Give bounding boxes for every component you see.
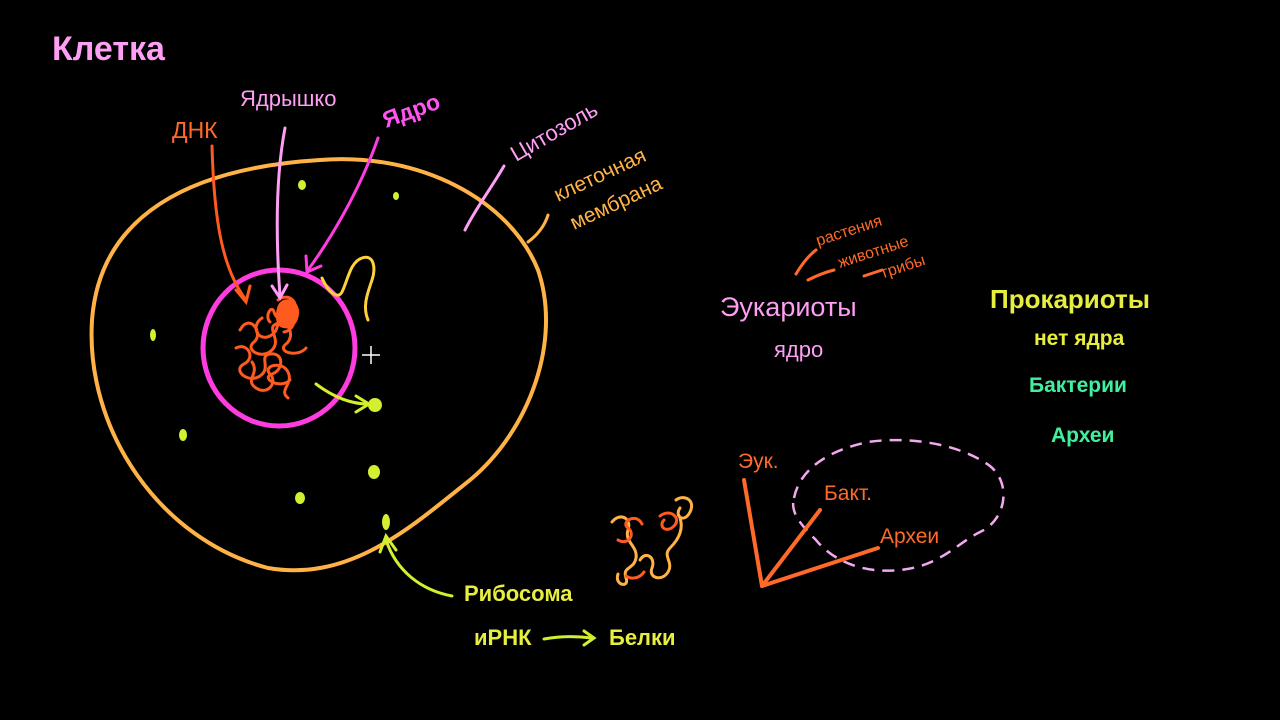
mrna-out-arrow xyxy=(314,382,370,406)
mrna-protein-arrowhead xyxy=(582,629,597,647)
prokaryote-group-archaea: Археи xyxy=(1051,424,1114,447)
ribosome-label: Рибосома xyxy=(464,581,573,606)
proteins-label: Белки xyxy=(609,625,676,650)
mrna-out-arrowhead xyxy=(354,394,372,414)
dna-arrow xyxy=(210,144,248,302)
nucleolus-arrow xyxy=(275,126,287,298)
tree-branches xyxy=(742,478,880,588)
ribosome-arrowhead xyxy=(378,532,398,554)
eukaryotes-feature: ядро xyxy=(774,337,823,362)
eukaryotes-title: Эукариоты xyxy=(720,292,857,322)
cytosol-arrow xyxy=(463,164,506,232)
mrna-protein-arrow xyxy=(542,635,594,641)
dna-label: ДНК xyxy=(172,117,218,143)
nucleolus-label: Ядрышко xyxy=(240,86,337,111)
nucleus-arrow xyxy=(306,136,380,272)
crosshair-cursor-icon xyxy=(362,346,380,364)
page-title: Клетка xyxy=(52,30,166,68)
prokaryotes-feature: нет ядра xyxy=(1034,327,1125,350)
tree-label-bacteria: Бакт. xyxy=(824,482,872,505)
nucleolus-arrowhead xyxy=(270,283,289,301)
folded-protein xyxy=(610,496,693,586)
membrane-arrow xyxy=(526,213,550,244)
ribosome-arrow xyxy=(384,538,454,598)
er-squiggle xyxy=(320,255,376,322)
prokaryotes-title: Прокариоты xyxy=(990,284,1150,314)
cell-membrane xyxy=(89,157,548,573)
dna-arrowhead xyxy=(234,284,252,306)
eukaryote-branches xyxy=(794,248,884,282)
prokaryote-group-bacteria: Бактерии xyxy=(1029,374,1127,397)
tree-label-archaea: Археи xyxy=(880,525,939,548)
mrna-label: иРНК xyxy=(474,625,532,650)
tree-label-eukaryotes: Эук. xyxy=(738,450,779,473)
ribosomes xyxy=(150,180,399,530)
nucleolus-blob xyxy=(275,299,299,329)
nucleus-arrowhead xyxy=(304,254,323,275)
